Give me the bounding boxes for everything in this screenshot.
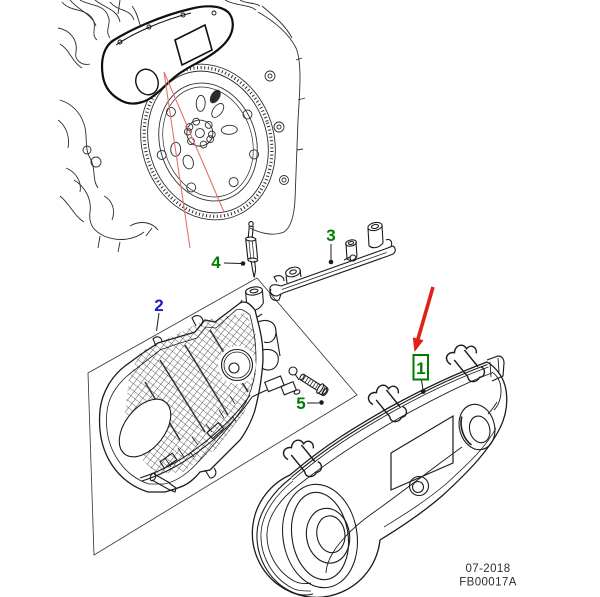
callout-4-dot	[240, 261, 246, 266]
callout-1-label: 1	[416, 359, 425, 378]
callout-1-dot	[420, 389, 426, 394]
part-5-bolt	[299, 373, 329, 397]
part-4-stud	[245, 221, 259, 278]
exploded-plane-outline	[87, 277, 358, 556]
red-pointer-lines	[163, 71, 225, 249]
callout-4-label: 4	[211, 253, 221, 272]
callout-3-label: 3	[326, 226, 335, 245]
callout-1-box	[412, 354, 429, 381]
callout-1-leader	[421, 379, 424, 391]
callout-4-leader	[223, 262, 242, 264]
engine-assembly	[57, 0, 306, 253]
installed-timing-cover	[100, 5, 234, 105]
part-3-bracket	[269, 221, 396, 301]
callout-5-label: 5	[296, 394, 305, 413]
figure-footer: 07-2018 FB00017A	[459, 563, 517, 589]
callouts-layer: 4 3 2 5 1	[154, 226, 435, 413]
part-1-lower-boss	[282, 483, 358, 589]
part-2-inner-timing-cover	[98, 301, 301, 493]
red-arrow	[412, 286, 435, 352]
callout-2-leader	[156, 312, 160, 332]
figure-code: FB00017A	[459, 577, 517, 589]
figure-date: 07-2018	[465, 563, 510, 575]
callout-2-label: 2	[154, 296, 163, 315]
part-1-outer-timing-cover	[251, 344, 508, 597]
callout-3-dot	[328, 259, 334, 265]
callout-5-dot	[319, 400, 324, 405]
